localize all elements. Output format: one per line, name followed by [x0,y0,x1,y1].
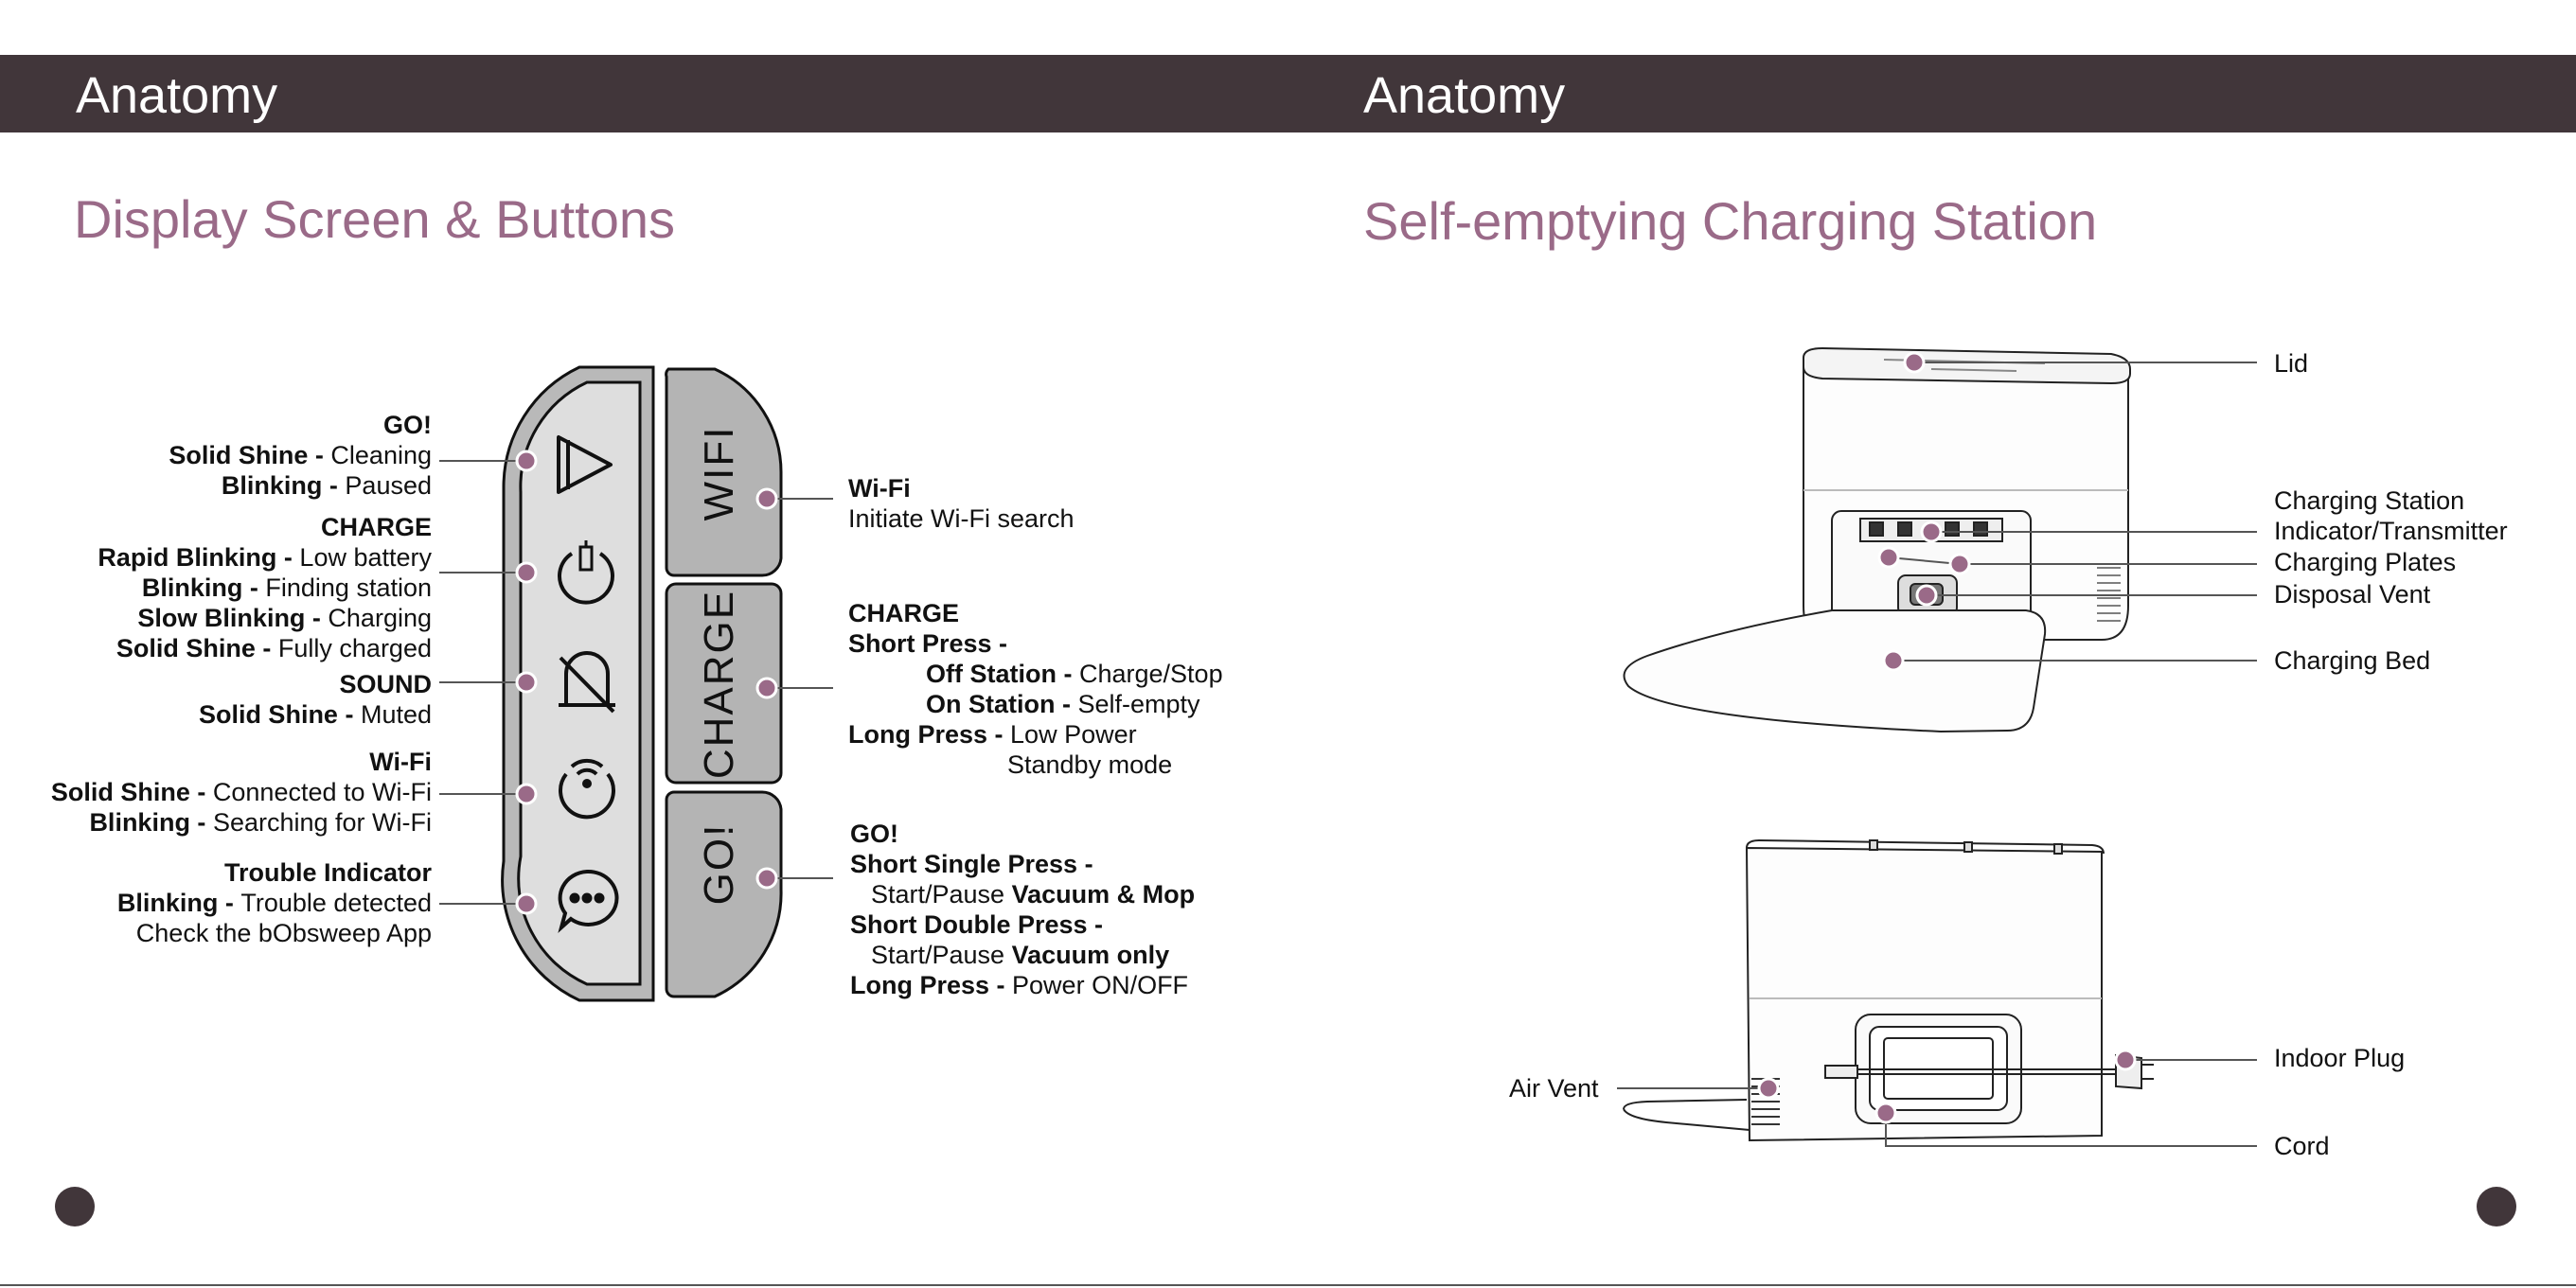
left-header-title: Anatomy [76,67,278,124]
trouble-indicator-text: Trouble Indicator Blinking - Trouble det… [116,858,432,947]
station-back-view [1623,838,2154,1142]
go-button-label[interactable]: GO! [696,822,742,906]
label-cord: Cord [2274,1132,2330,1160]
label-indicator-2: Indicator/Transmitter [2274,517,2508,545]
wifi-button-label[interactable]: WIFI [696,425,742,521]
left-section-title: Display Screen & Buttons [74,189,675,249]
go-indicator-text: GO! Solid Shine - Cleaning Blinking - Pa… [169,411,432,500]
display-panel [501,365,661,1002]
label-plug: Indoor Plug [2274,1044,2406,1072]
left-callout-dots [515,450,778,915]
label-bed: Charging Bed [2274,646,2431,675]
power-icon [558,540,614,605]
charge-indicator-text: CHARGE Rapid Blinking - Low battery Blin… [98,513,432,662]
right-leaders [1617,362,2257,1147]
label-indicator-1: Charging Station [2274,486,2465,515]
label-lid: Lid [2274,349,2309,378]
bottom-rule [0,1284,2576,1286]
wifi-dot-icon [559,758,615,820]
charge-button-text: CHARGE Short Press - Off Station - Charg… [848,599,1223,779]
go-button-text: GO! Short Single Press - Start/Pause Vac… [850,820,1196,999]
charge-button-label[interactable]: CHARGE [696,589,742,780]
left-leaders [439,460,833,905]
chat-bubble-icon [558,869,619,933]
right-page-marker [2477,1187,2516,1226]
go-button-shape [665,790,783,998]
right-callout-dots [1757,351,2137,1124]
label-plates: Charging Plates [2274,548,2457,576]
right-section-title: Self-emptying Charging Station [1363,191,2098,251]
left-page-marker [55,1187,95,1226]
wifi-button-shape [665,367,783,577]
charge-button-shape [665,582,783,785]
label-vent: Disposal Vent [2274,580,2431,609]
wifi-button-text: Wi-Fi Initiate Wi-Fi search [848,474,1075,533]
wifi-indicator-text: Wi-Fi Solid Shine - Connected to Wi-Fi B… [50,748,432,837]
station-top-view [1623,346,2131,733]
muted-bell-icon [559,651,615,714]
sound-indicator-text: SOUND Solid Shine - Muted [198,670,432,729]
header-band [0,55,2576,132]
play-icon [557,435,613,494]
label-air-vent: Air Vent [1509,1074,1599,1103]
right-header-title: Anatomy [1363,67,1566,124]
